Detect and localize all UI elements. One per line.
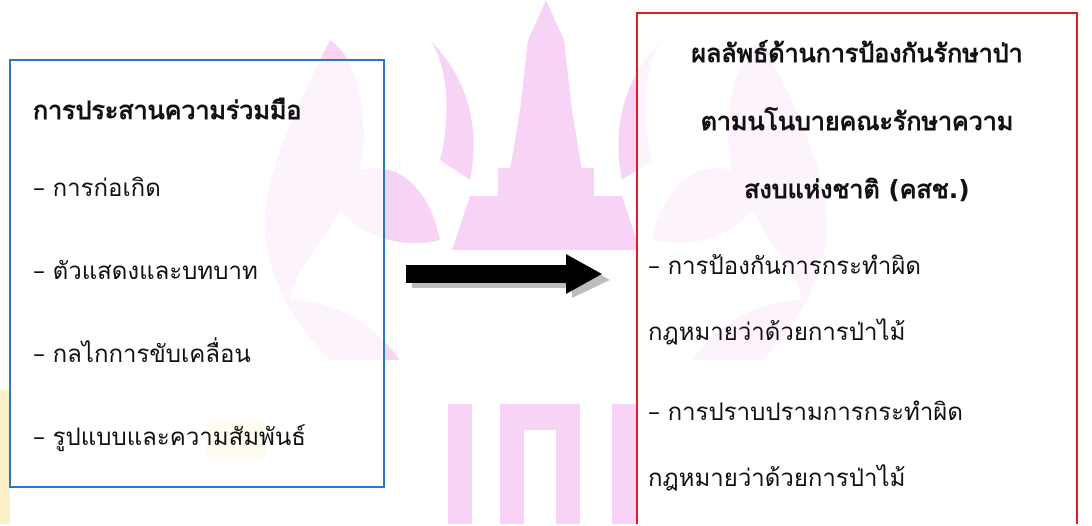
outcome-title-line: สงบแห่งชาติ (คสช.) [744, 175, 970, 204]
outcome-item-prevention: – การป้องกันการกระทำผิด [648, 252, 921, 280]
outcome-title-line: ตามนโนบายคณะรักษาความ [700, 107, 1014, 136]
collaboration-box: การประสานความร่วมมือ – การก่อเกิด – ตัวแ… [9, 59, 385, 488]
collaboration-title: การประสานความร่วมมือ [33, 96, 302, 125]
collaboration-list: – การก่อเกิด – ตัวแสดงและบทบาท – กลไกการ… [33, 173, 306, 505]
outcome-item-prevention-cont: กฎหมายว่าด้วยการป่าไม้ [648, 318, 906, 346]
right-arrow-icon [406, 254, 610, 298]
list-item: – ตัวแสดงและบทบาท [33, 257, 258, 285]
outcome-box: ผลลัพธ์ด้านการป้องกันรักษาป่า ตามนโนบายค… [636, 12, 1078, 524]
list-item: – รูปแบบและความสัมพันธ์ [33, 423, 306, 451]
outcome-list: – การป้องกันการกระทำผิด กฎหมายว่าด้วยการ… [648, 248, 963, 526]
outcome-item-suppression-cont: กฎหมายว่าด้วยการป่าไม้ [648, 464, 906, 492]
outcome-item-suppression: – การปราบปรามการกระทำผิด [648, 398, 963, 426]
outcome-title: ผลลัพธ์ด้านการป้องกันรักษาป่า ตามนโนบายค… [638, 34, 1076, 238]
outcome-title-line: ผลลัพธ์ด้านการป้องกันรักษาป่า [691, 39, 1023, 68]
list-item: – การก่อเกิด [33, 174, 161, 202]
list-item: – กลไกการขับเคลื่อน [33, 340, 251, 368]
